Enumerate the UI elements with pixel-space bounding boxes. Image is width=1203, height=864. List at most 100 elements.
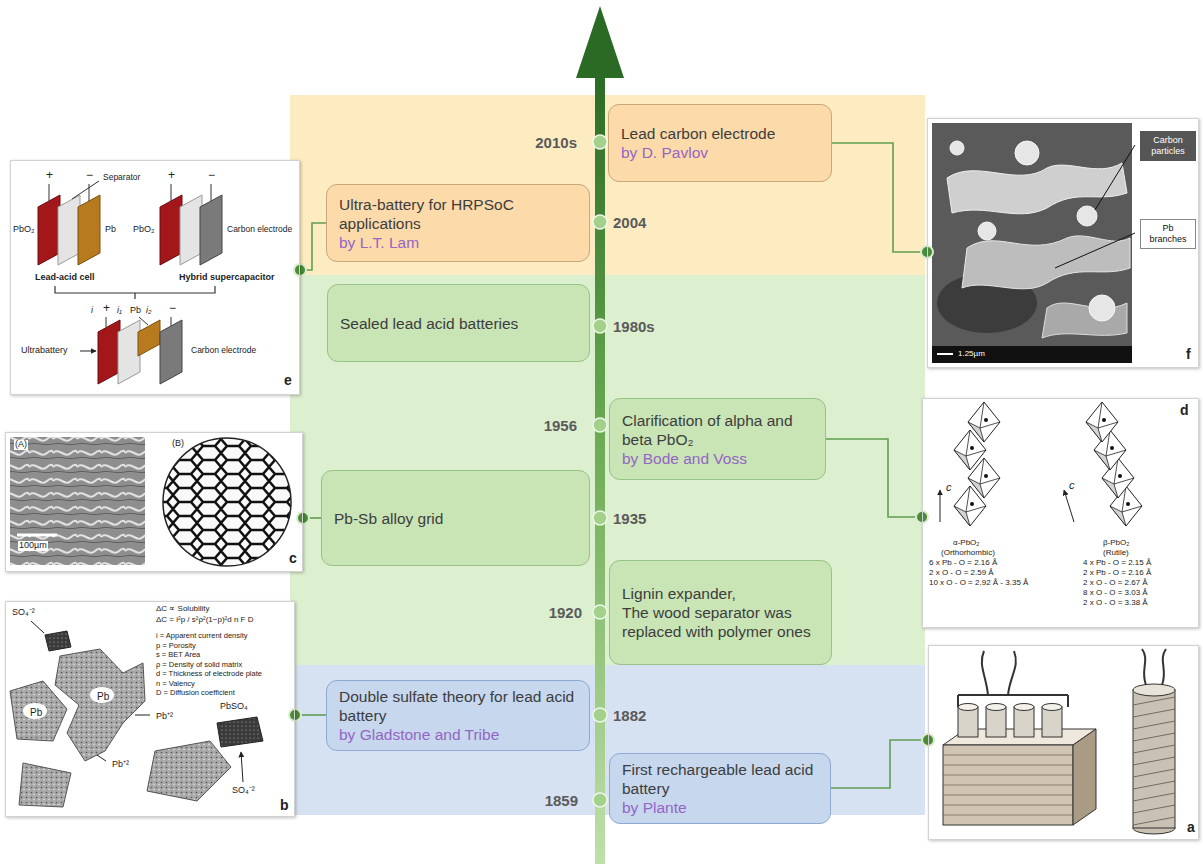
crate-side bbox=[1073, 729, 1096, 825]
figure-label: − bbox=[208, 169, 215, 182]
sem-photo bbox=[932, 123, 1132, 346]
combine-bracket bbox=[55, 286, 215, 299]
panel-letter: b bbox=[280, 798, 289, 813]
timeline-shaft bbox=[595, 70, 605, 864]
terminal-wires bbox=[49, 181, 211, 201]
timeline-connector bbox=[300, 223, 326, 270]
panel-letter: e bbox=[284, 373, 292, 388]
figure-panel: +−SeparatorPbO₂PbLead-acid cell+−PbO₂Car… bbox=[10, 160, 300, 395]
figure-label: Pb bbox=[30, 707, 42, 718]
connector-group bbox=[294, 223, 326, 276]
figure-label: 8 x O - O = 3.03 Å bbox=[1083, 589, 1148, 598]
panel-letter: d bbox=[1180, 403, 1189, 418]
timeline-dot bbox=[593, 793, 607, 807]
jar-top bbox=[986, 704, 1006, 711]
timeline-box: Lead carbon electrodeby D. Pavlov bbox=[608, 104, 832, 182]
separator-plate bbox=[58, 195, 80, 265]
ion-arrows bbox=[31, 621, 243, 782]
callout-label: Pb branches bbox=[1145, 223, 1191, 245]
figure-label: Pb⁺² bbox=[156, 712, 173, 722]
callout-label: Carbon particles bbox=[1145, 135, 1191, 157]
sem-info-bar bbox=[932, 346, 1132, 363]
figure-label: β-PbO₂ bbox=[1103, 539, 1129, 548]
figure-panel: a bbox=[928, 645, 1199, 840]
carbon-plate bbox=[160, 320, 182, 384]
sulfate-crystal bbox=[45, 631, 71, 651]
event-title: First rechargeable lead acid battery bbox=[622, 760, 818, 798]
timeline-box: Pb-Sb alloy grid bbox=[321, 470, 590, 566]
pb-particle bbox=[19, 763, 71, 807]
figure-label: 1.25µm bbox=[958, 350, 985, 359]
panel-letter: c bbox=[289, 551, 297, 566]
scale-bar bbox=[937, 353, 953, 355]
connector-dot bbox=[297, 512, 309, 524]
event-author: by Gladstone and Tribe bbox=[339, 725, 577, 744]
figure-label: SO₄⁻² bbox=[232, 786, 255, 796]
sulfate-crystal bbox=[217, 717, 263, 747]
era-band bbox=[290, 95, 925, 275]
event-title: Pb-Sb alloy grid bbox=[334, 509, 577, 528]
figure-label: c bbox=[1069, 479, 1075, 491]
cell-jars bbox=[958, 704, 1062, 738]
timeline-box: Ultra-battery for HRPSoC applicationsby … bbox=[326, 184, 590, 262]
panel-ground bbox=[5, 432, 303, 572]
figure-label: Ultrabattery bbox=[21, 346, 68, 356]
figure-label: d = Thickness of electrode plate bbox=[156, 670, 262, 678]
timeline-dot bbox=[593, 418, 607, 432]
year-label: 2010s bbox=[535, 134, 577, 151]
figure-label: PbSO₄ bbox=[220, 702, 248, 712]
timeline-box: First rechargeable lead acid batteryby P… bbox=[609, 753, 831, 824]
event-title: Double sulfate theory for lead acid batt… bbox=[339, 687, 577, 725]
label-ground bbox=[23, 703, 47, 719]
connector-group bbox=[832, 143, 933, 258]
separator-plate bbox=[118, 320, 140, 384]
year-label: 1882 bbox=[613, 707, 646, 724]
pb-particle bbox=[55, 649, 145, 761]
era-band bbox=[290, 275, 925, 665]
event-author: by L.T. Lam bbox=[339, 233, 577, 252]
figure-label: i₂ bbox=[146, 306, 151, 316]
timeline-box: Lignin expander,The wood separator was r… bbox=[609, 560, 832, 665]
pb-plate bbox=[78, 195, 100, 265]
figure-label: ΔC ∝ Solubility bbox=[156, 605, 210, 614]
timeline-connector bbox=[826, 439, 922, 517]
timeline-dot bbox=[593, 319, 607, 333]
pbo2-plate bbox=[98, 320, 120, 384]
event-title: Lead carbon electrode bbox=[621, 124, 819, 143]
year-label: 1859 bbox=[545, 792, 578, 809]
event-author: by D. Pavlov bbox=[621, 143, 819, 162]
figure-label: ρ = Density of solid matrix bbox=[156, 661, 242, 669]
timeline-connector bbox=[831, 740, 928, 788]
panel-letter: f bbox=[1186, 347, 1191, 362]
axis-arrow bbox=[940, 490, 941, 522]
lead-wires bbox=[982, 651, 1016, 695]
figure-label: (B) bbox=[172, 439, 184, 449]
figure-label: Carbon electrode bbox=[227, 225, 292, 234]
figure-label: Carbon electrode bbox=[191, 346, 256, 355]
crate-front bbox=[943, 745, 1073, 825]
panel-ground bbox=[10, 160, 300, 395]
wood-grain bbox=[943, 755, 1073, 815]
panel-letter: a bbox=[1187, 820, 1195, 835]
figure-label: 2 x O - O = 2.67 Å bbox=[1083, 579, 1148, 588]
pbo2-plate bbox=[160, 195, 182, 265]
cell-top bbox=[1133, 684, 1175, 696]
ultrabattery-figure bbox=[10, 160, 300, 395]
event-note: The wood separator was replaced with pol… bbox=[622, 603, 819, 641]
figure-label: SO₄⁻² bbox=[12, 608, 35, 618]
figure-label: D = Diffusion coefficient bbox=[156, 689, 235, 697]
label-ground bbox=[90, 687, 114, 703]
carbon-particles bbox=[950, 141, 1115, 321]
timeline-box: Double sulfate theory for lead acid batt… bbox=[326, 680, 590, 751]
figure-label: + bbox=[103, 302, 110, 315]
year-label: 1935 bbox=[613, 510, 646, 527]
pb-branch bbox=[947, 163, 1127, 214]
figure-panel: 1.25µm f Carbon particles Pb branches bbox=[927, 118, 1199, 368]
year-label: 1956 bbox=[544, 417, 577, 434]
grain-micrograph bbox=[163, 438, 291, 566]
sem-texture bbox=[10, 437, 145, 565]
pb-particle bbox=[10, 681, 67, 741]
figure-label: Lead-acid cell bbox=[35, 273, 95, 283]
figure-label: Hybrid supercapacitor bbox=[179, 273, 275, 283]
